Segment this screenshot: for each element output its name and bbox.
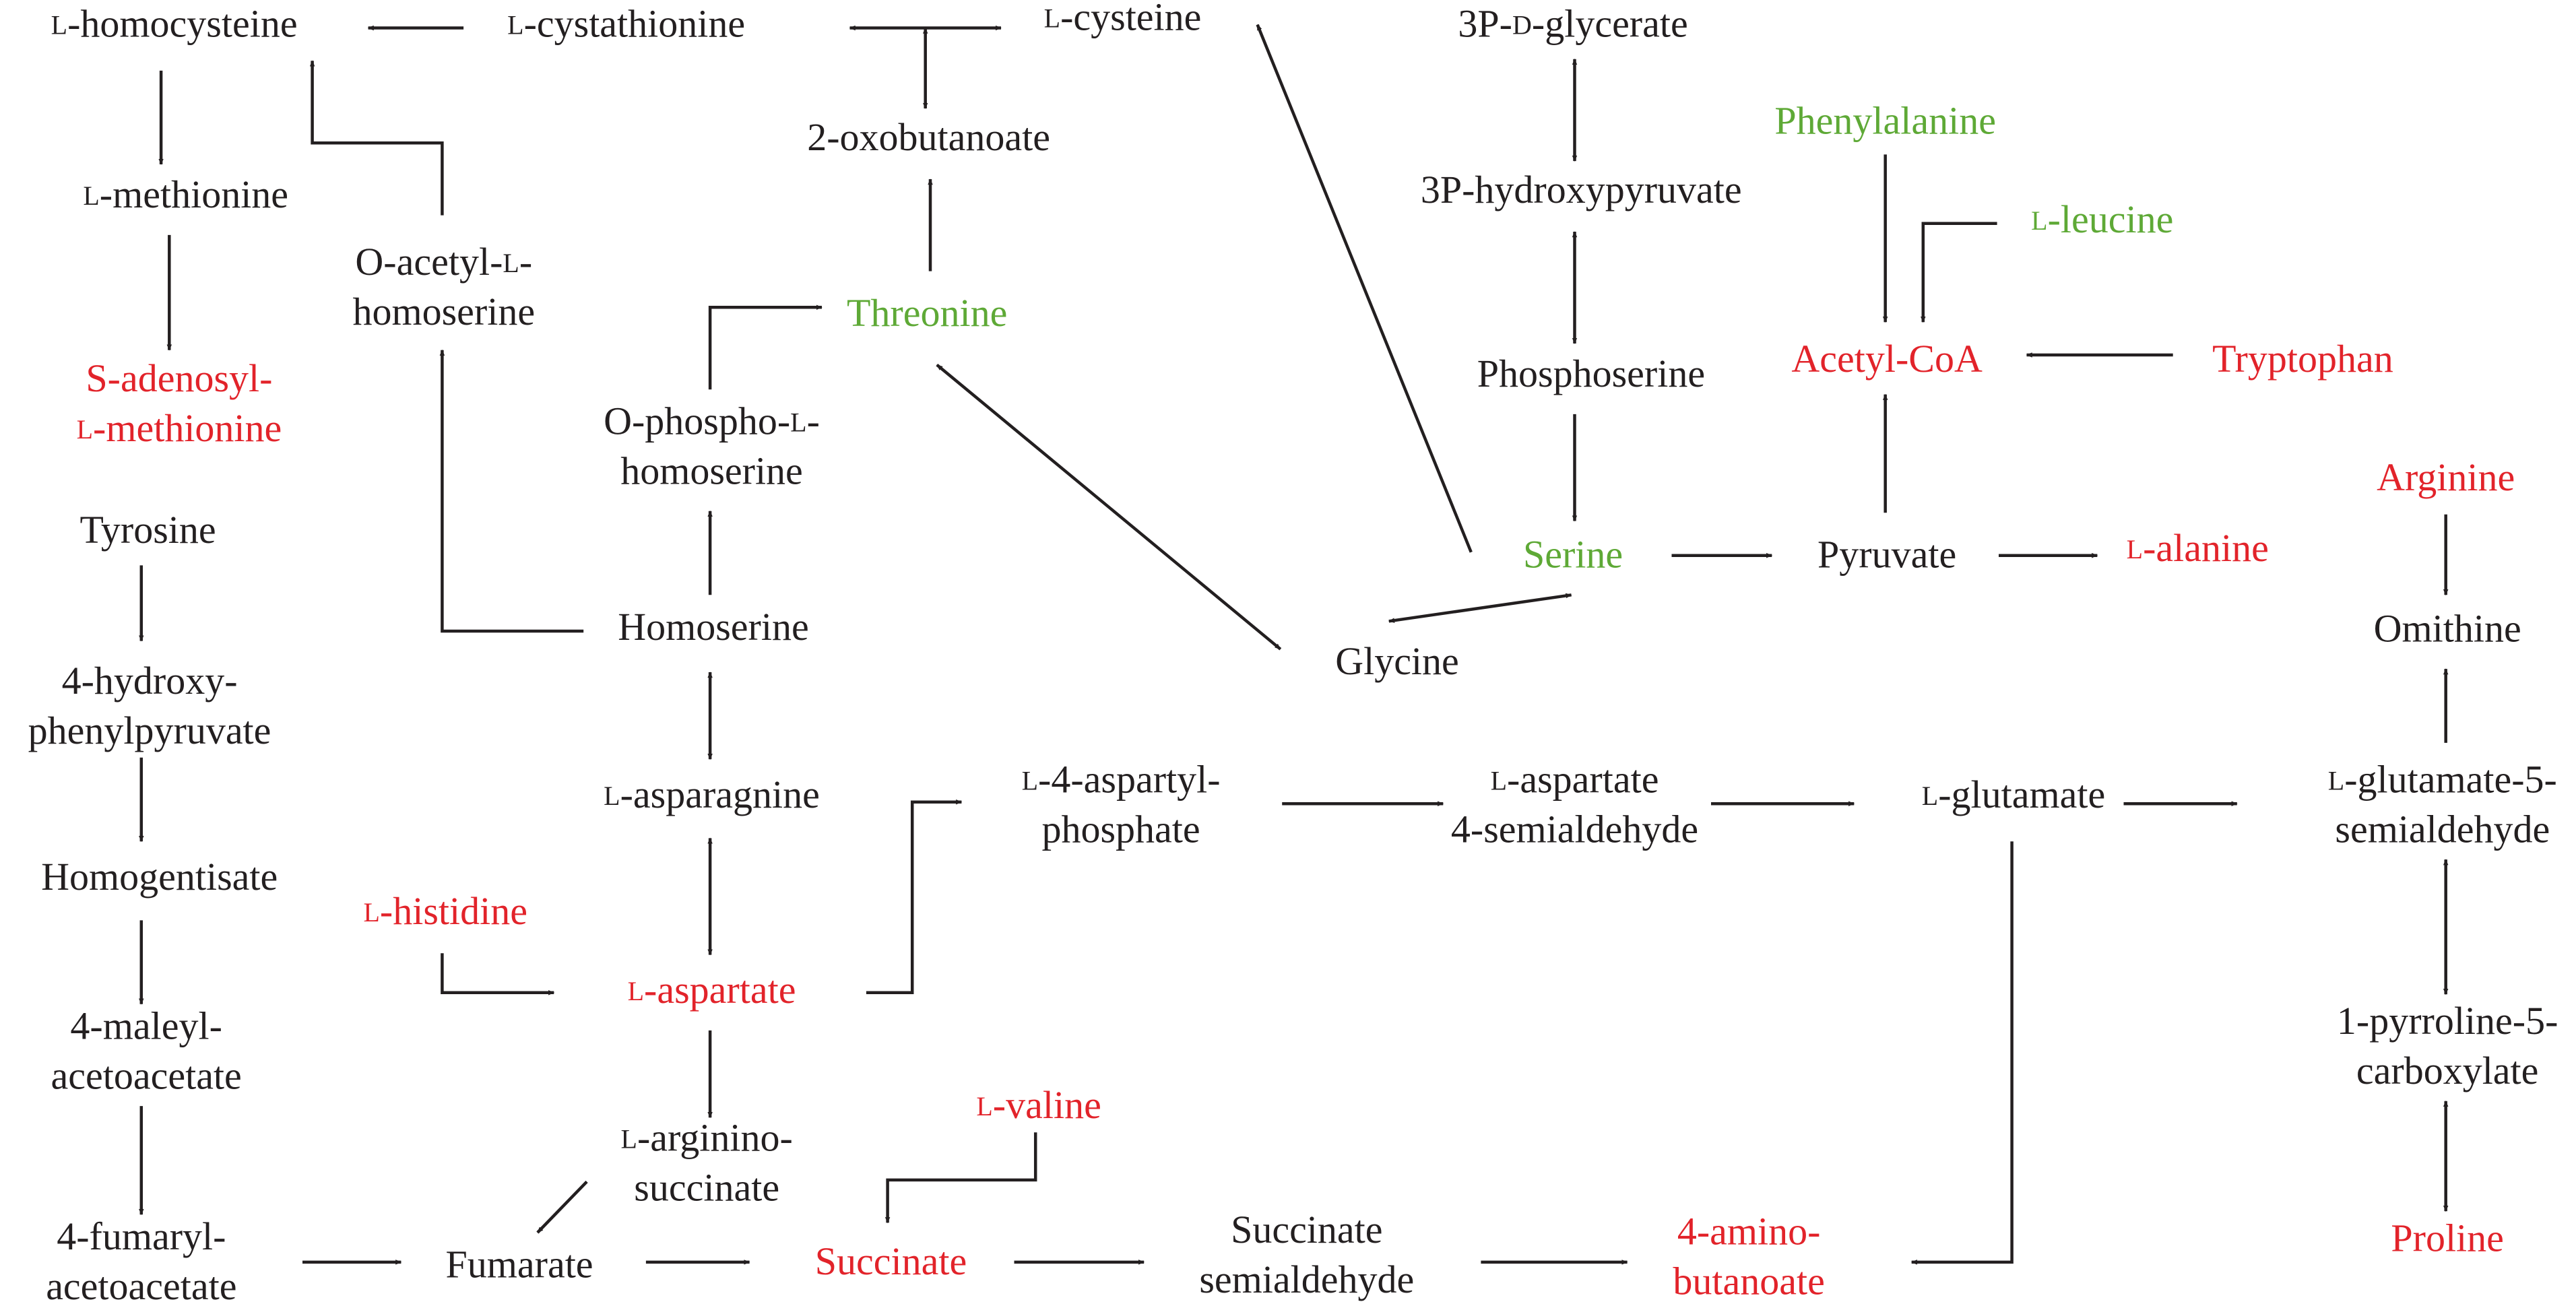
- node-l-aspartyl-phosphate: L-4-aspartyl-phosphate: [1022, 758, 1221, 851]
- node-homogentisate: Homogentisate: [41, 855, 278, 899]
- arrow-serine-to-l-cysteine: [1256, 24, 1473, 553]
- node-glycine: Glycine: [1335, 640, 1459, 684]
- node-s-adenosyl-methionine: S-adenosyl-L-methionine: [77, 356, 282, 450]
- node-proline: Proline: [2391, 1216, 2504, 1260]
- node-l-argininosuccinate: L-arginino-succinate: [621, 1116, 793, 1210]
- node-fumarylacetoacetate: 4-fumaryl-acetoacetate: [46, 1214, 236, 1306]
- node-l-glutamate-semialdehyde: L-glutamate-5-semialdehyde: [2328, 758, 2557, 851]
- node-l-asparagnine: L-asparagnine: [604, 773, 820, 816]
- node-phenylalanine: Phenylalanine: [1774, 99, 1996, 143]
- node-omithine: Omithine: [2374, 607, 2521, 651]
- edges-layer: [139, 24, 2449, 1265]
- arrow-o-acetyl-homoserine-to-l-homocysteine: [309, 60, 444, 216]
- node-p3-glycerate: 3P-D-glycerate: [1458, 2, 1687, 46]
- node-aminobutanoate: 4-amino-butanoate: [1673, 1210, 1824, 1303]
- node-o-acetyl-homoserine: O-acetyl-L-homoserine: [352, 240, 535, 333]
- node-l-aspartate: L-aspartate: [628, 969, 796, 1012]
- node-acetyl-coa: Acetyl-CoA: [1791, 337, 1983, 381]
- arrow-l-valine-to-succinate: [884, 1132, 1037, 1224]
- node-o-phospho-homoserine: O-phospho-L-homoserine: [604, 399, 820, 493]
- node-threonine: Threonine: [847, 291, 1007, 335]
- node-l-glutamate: L-glutamate: [1922, 773, 2105, 816]
- node-hydroxyphenylpyruvate: 4-hydroxy-phenylpyruvate: [28, 659, 271, 752]
- node-fumarate: Fumarate: [446, 1243, 593, 1286]
- node-homoserine: Homoserine: [618, 605, 809, 649]
- node-phosphoserine: Phosphoserine: [1477, 352, 1705, 396]
- arrow-l-argininosuccinate-to-fumarate: [536, 1180, 588, 1234]
- node-tryptophan: Tryptophan: [2212, 337, 2393, 381]
- arrow-l-histidine-to-l-aspartate: [441, 953, 555, 995]
- node-serine: Serine: [1523, 533, 1623, 577]
- nodes-layer: L-homocysteine L-cystathionine L-cysteine 3…: [28, 0, 2558, 1306]
- arrow-l-aspartate-to-l-aspartyl-phosphate: [866, 799, 963, 995]
- node-pyruvate: Pyruvate: [1817, 533, 1956, 577]
- arrow-serine-to-glycine: [1388, 593, 1572, 623]
- node-l-cystathionine: L-cystathionine: [507, 2, 745, 46]
- node-l-homocysteine: L-homocysteine: [51, 2, 298, 46]
- node-l-leucine: L-leucine: [2031, 197, 2173, 241]
- node-pyrroline-carboxylate: 1-pyrroline-5-carboxylate: [2337, 999, 2558, 1092]
- node-l-valine: L-valine: [976, 1083, 1101, 1127]
- node-l-cysteine: L-cysteine: [1044, 0, 1202, 39]
- node-oxobutanoate: 2-oxobutanoate: [807, 115, 1050, 159]
- node-l-methionine: L-methionine: [83, 173, 288, 217]
- node-tyrosine: Tyrosine: [80, 508, 216, 552]
- node-succinate: Succinate: [815, 1239, 967, 1283]
- node-p3-hydroxypyruvate: 3P-hydroxypyruvate: [1421, 168, 1742, 211]
- arrow-l-glutamate-to-aminobutanoate: [1910, 841, 2014, 1265]
- arrow-homoserine-to-o-acetyl-homoserine: [439, 349, 584, 633]
- arrow-l-leucine-to-acetyl-coa: [1921, 222, 1997, 323]
- arrow-threonine-to-glycine: [936, 363, 1282, 651]
- node-maleylacetoacetate: 4-maleyl-acetoacetate: [51, 1004, 242, 1098]
- arrow-o-phospho-homoserine-to-threonine: [708, 304, 823, 390]
- node-l-alanine: L-alanine: [2127, 526, 2269, 570]
- node-arginine: Arginine: [2377, 455, 2515, 499]
- node-l-histidine: L-histidine: [363, 889, 527, 933]
